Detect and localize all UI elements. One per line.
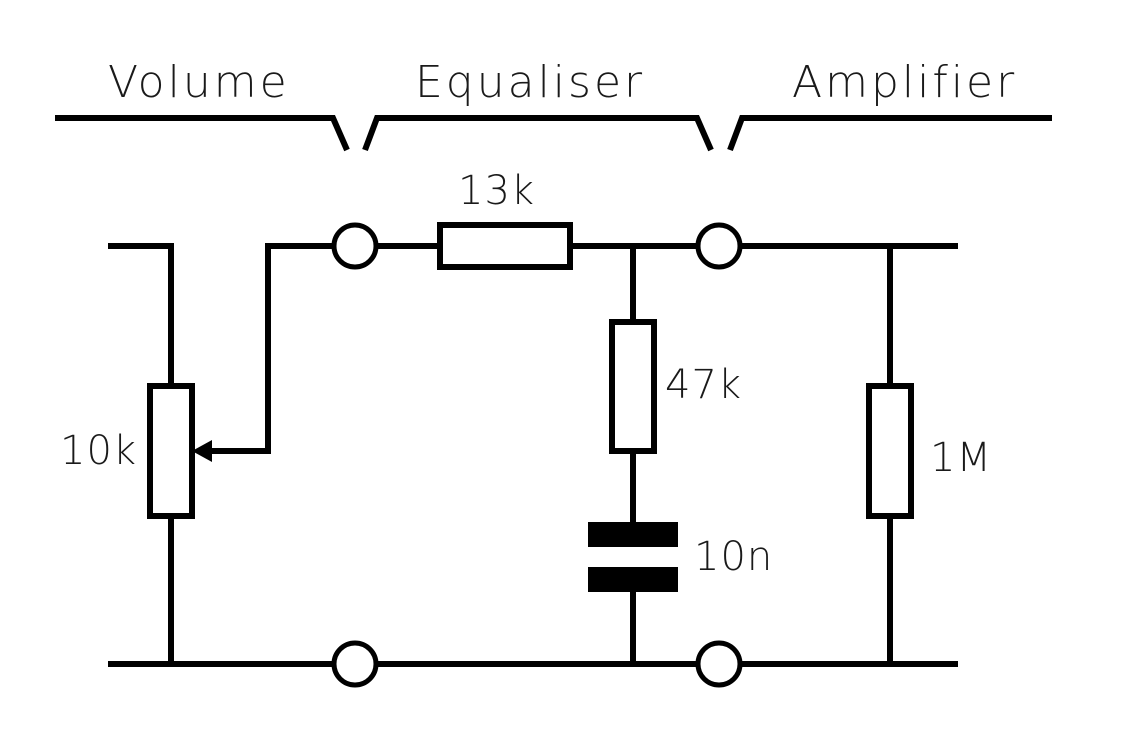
volume-bracket xyxy=(55,115,350,152)
potentiometer xyxy=(147,383,212,519)
load-resistor-value-label: 1M xyxy=(930,435,992,481)
terminal-top-right xyxy=(695,222,743,270)
potentiometer-body xyxy=(147,383,195,519)
volume-section-label: Volume xyxy=(108,57,290,108)
equaliser-bracket xyxy=(362,115,714,152)
wiring xyxy=(108,243,958,667)
potentiometer-value-label: 10k xyxy=(60,428,137,474)
capacitor-plate-bottom xyxy=(588,567,678,592)
capacitor-value-label: 10n xyxy=(694,534,773,580)
amplifier-bracket xyxy=(727,115,1052,152)
equaliser-section-label: Equaliser xyxy=(415,57,645,108)
terminals xyxy=(331,222,743,688)
wiper-arrow-icon xyxy=(192,440,212,462)
capacitor-10n xyxy=(588,522,678,592)
shunt-resistor-47k xyxy=(609,319,657,454)
load-resistor-1m xyxy=(866,383,914,519)
shunt-resistor-value-label: 47k xyxy=(665,362,742,408)
section-brackets xyxy=(55,115,1052,152)
capacitor-plate-top xyxy=(588,522,678,547)
wiper-wire xyxy=(210,243,333,454)
pot-top-wire xyxy=(108,243,174,386)
series-resistor-13k xyxy=(437,222,573,270)
terminal-bottom-right xyxy=(695,640,743,688)
series-resistor-value-label: 13k xyxy=(458,168,535,214)
terminal-top-left xyxy=(331,222,379,270)
terminal-bottom-left xyxy=(331,640,379,688)
amplifier-section-label: Amplifier xyxy=(792,57,1017,108)
